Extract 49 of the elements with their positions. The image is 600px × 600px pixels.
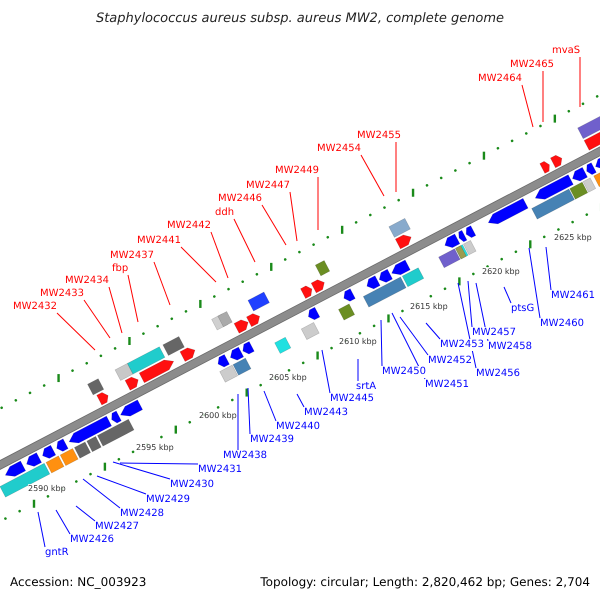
leader-line	[128, 274, 138, 322]
leader-line	[426, 322, 440, 340]
leader-line	[84, 300, 110, 338]
leader-line	[56, 312, 96, 350]
leader-line	[108, 286, 122, 334]
leader-line	[290, 192, 298, 242]
leader-line	[96, 476, 146, 494]
leader-line	[82, 478, 120, 508]
leader-line	[38, 512, 46, 548]
position-label: 2590 kbp	[28, 484, 66, 494]
gene-label: ptsG	[511, 303, 534, 315]
footer-text: Topology: circular; Length: 2,820,462 bp; Genes: 2,704	[260, 575, 590, 589]
leader-line	[528, 248, 540, 318]
leader-line	[380, 320, 382, 366]
gene-label: MW2457	[472, 327, 516, 339]
position-label: 2620 kbp	[482, 267, 520, 277]
position-label: 2615 kbp	[410, 302, 448, 312]
footer-text: Accession: NC_003923	[10, 575, 146, 589]
leader-line	[154, 262, 170, 306]
leader-line	[504, 286, 512, 304]
leader-line	[458, 282, 476, 368]
leader-line	[322, 350, 330, 394]
position-label: 2605 kbp	[269, 373, 307, 383]
leader-line	[180, 246, 216, 282]
leader-line	[264, 390, 276, 422]
leader-line	[296, 394, 304, 408]
leader-line	[210, 232, 228, 278]
leader-line	[360, 154, 384, 196]
leader-line	[234, 218, 256, 262]
gene-label: fbp	[112, 263, 128, 275]
diagram-title: Staphylococcus aureus subsp. aureus MW2, complete genome	[94, 10, 506, 28]
leader-line	[262, 204, 286, 246]
leader-line	[56, 510, 70, 534]
position-label: 2610 kbp	[339, 337, 377, 347]
leader-line	[542, 70, 544, 122]
leader-line	[400, 316, 428, 356]
leader-line	[120, 462, 198, 464]
leader-line	[248, 388, 250, 434]
position-label: 2600 kbp	[199, 411, 237, 421]
gene-label: gntR	[45, 547, 69, 559]
leader-line	[522, 84, 534, 128]
gene-label: MW2450	[382, 366, 426, 378]
position-label: 2595 kbp	[136, 443, 174, 453]
leader-line	[76, 506, 96, 522]
position-label: 2625 kbp	[554, 233, 592, 243]
leader-line	[546, 246, 552, 290]
leader-line	[112, 462, 170, 480]
leader-line	[468, 280, 472, 328]
gene-label: MW2453	[440, 339, 484, 351]
